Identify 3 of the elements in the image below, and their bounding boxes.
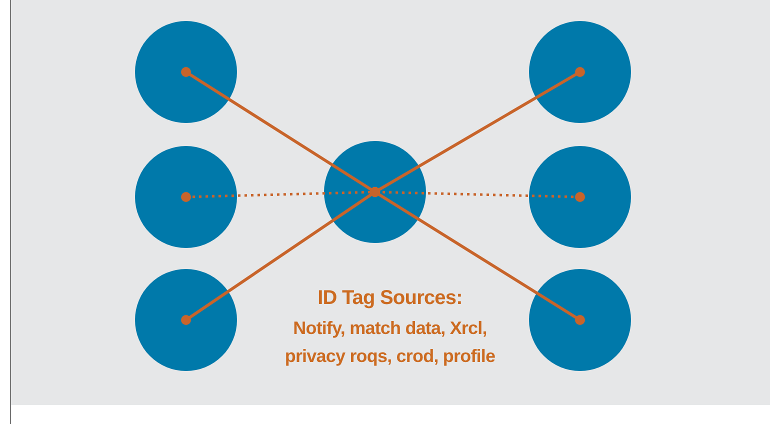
heading: ID Tag Sources: <box>316 286 464 311</box>
connector-line <box>370 187 585 325</box>
note-text: Notify, match data, Xrcl, privacy roqs, crod, profile <box>284 317 496 368</box>
